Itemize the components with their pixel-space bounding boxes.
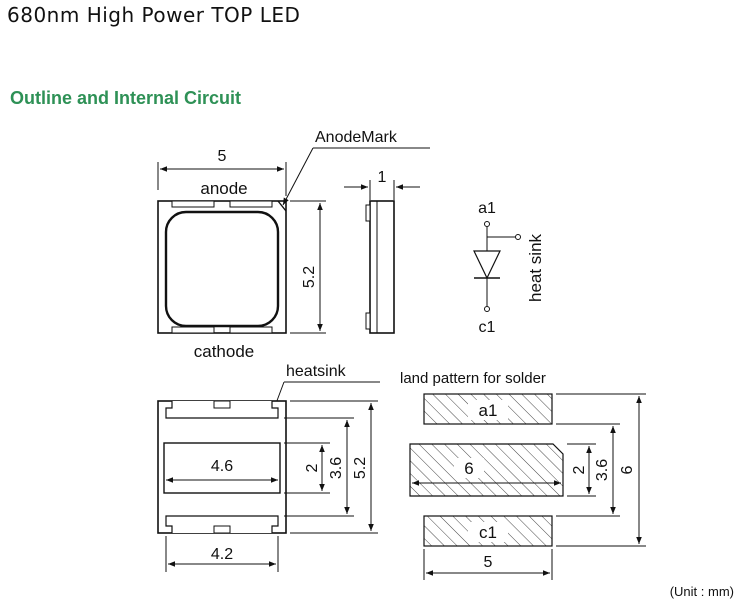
land-width-dim: 5 <box>484 554 493 571</box>
side-view: 1 <box>344 169 420 334</box>
unit-note: (Unit : mm) <box>669 584 734 599</box>
pad-height-dim: 2 <box>304 463 321 472</box>
land-pad-c1-label: c1 <box>479 523 497 542</box>
diode-symbol <box>473 250 501 280</box>
land-inner-height-dim: 3.6 <box>594 459 611 481</box>
total-height-dim: 5.2 <box>352 457 369 479</box>
led-lens <box>164 210 280 328</box>
side-thickness-dim: 1 <box>378 169 387 186</box>
land-pattern-title: land pattern for solder <box>400 370 546 387</box>
land-center-height-dim: 2 <box>571 465 588 474</box>
heatsink-label: heatsink <box>286 363 347 380</box>
bottom-view: heatsink 4.6 2 3.6 5.2 4.2 <box>157 363 380 572</box>
inner-height-dim: 3.6 <box>328 457 345 479</box>
land-pattern: land pattern for solder a1 6 c1 2 3.6 6 … <box>400 370 646 580</box>
top-height-dim: 5.2 <box>301 266 318 288</box>
cathode-pin-label: c1 <box>479 319 496 336</box>
heatsink-pad <box>163 442 281 494</box>
anode-mark <box>277 200 287 212</box>
anode-mark-label: AnodeMark <box>315 129 398 146</box>
cathode-label: cathode <box>194 342 255 361</box>
land-pad-center <box>409 443 564 497</box>
bottom-width-dim: 4.2 <box>211 546 233 563</box>
top-width-dim: 5 <box>218 148 227 165</box>
land-pad-center-label: 6 <box>464 459 473 478</box>
anode-label: anode <box>200 179 247 198</box>
land-pad-a1-label: a1 <box>479 401 498 420</box>
section-title: Outline and Internal Circuit <box>10 88 242 108</box>
internal-circuit: a1 c1 heat sink <box>473 200 545 336</box>
land-total-height-dim: 6 <box>619 465 636 474</box>
anode-pin-label: a1 <box>478 200 496 217</box>
heat-sink-label: heat sink <box>526 233 545 302</box>
page-title: 680nm High Power TOP LED <box>7 3 301 27</box>
top-view: 5 anode cathode 5.2 AnodeMark <box>157 129 430 361</box>
side-profile <box>369 200 395 334</box>
pad-width-dim: 4.6 <box>211 458 233 475</box>
